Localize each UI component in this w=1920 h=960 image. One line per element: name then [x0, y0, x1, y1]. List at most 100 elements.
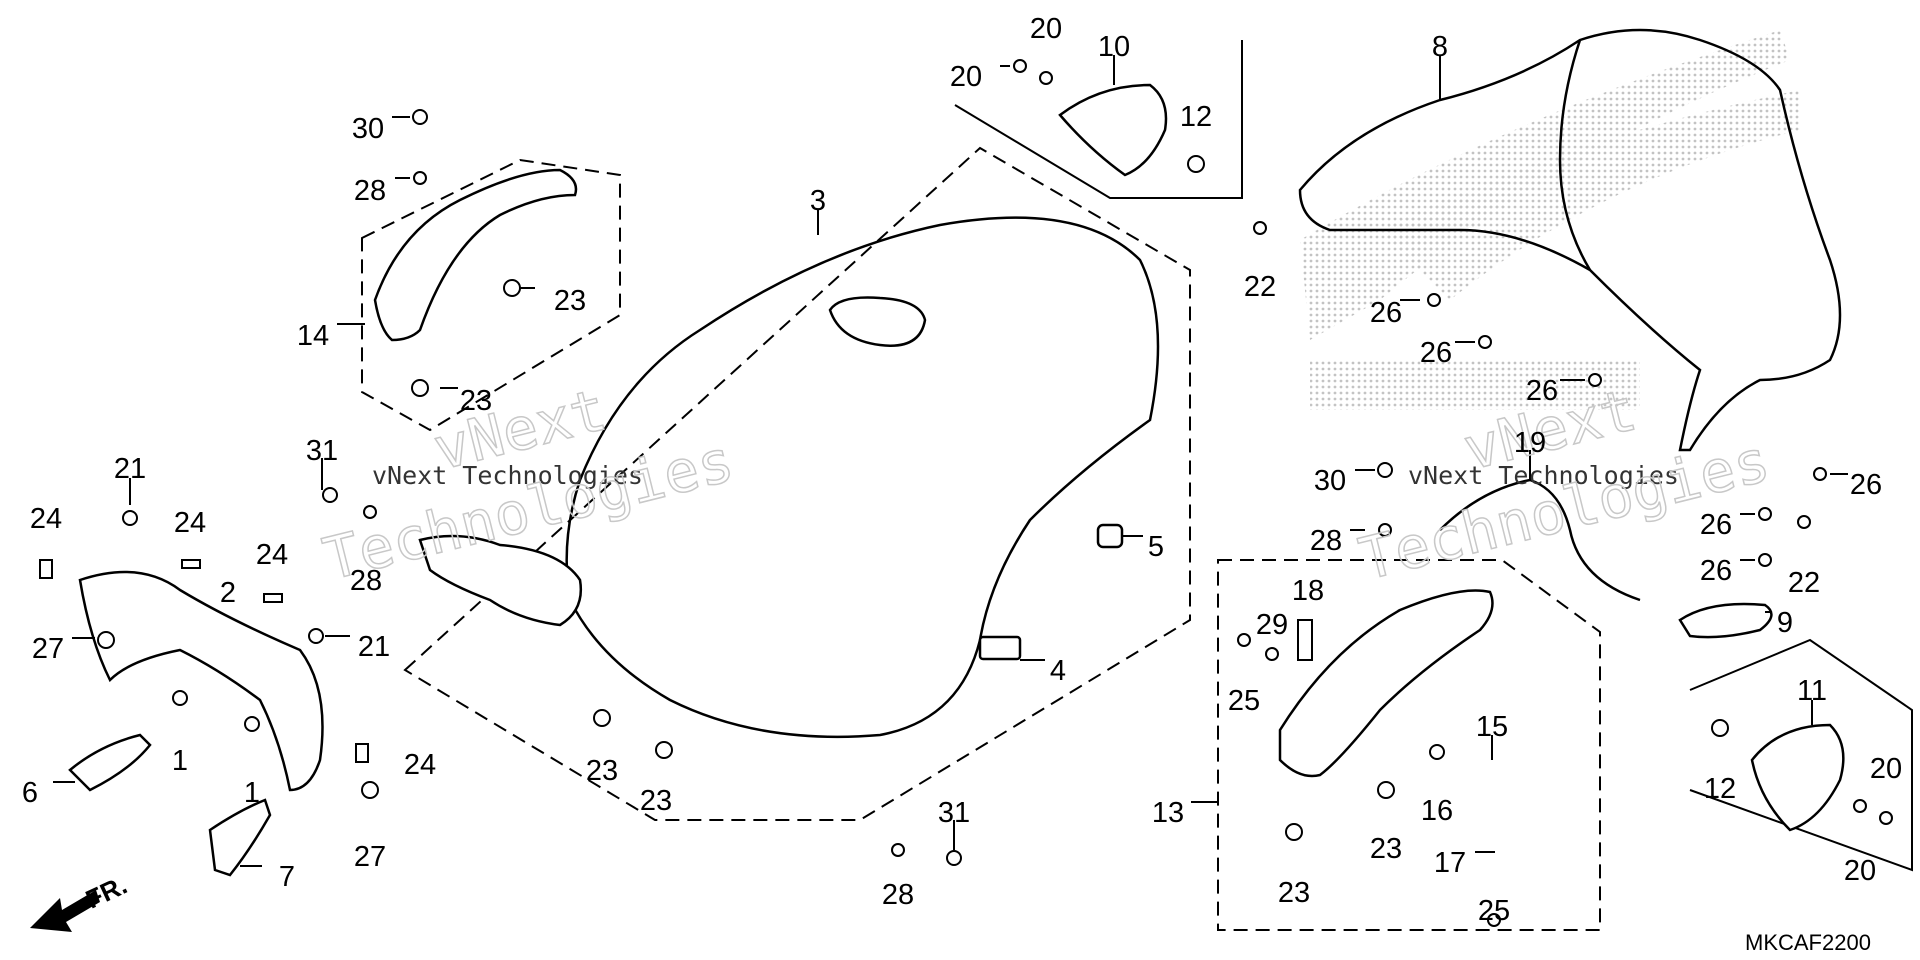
- bolt-icon: [1377, 462, 1393, 478]
- callout-c26c: 26: [1526, 375, 1558, 407]
- nut-icon: [361, 781, 379, 799]
- callout-c4: 4: [1050, 655, 1066, 687]
- callout-c21a: 21: [114, 453, 146, 485]
- cover-11-shape: [1750, 723, 1845, 832]
- callout-c28b: 28: [350, 565, 382, 597]
- clip-icon: [39, 559, 53, 579]
- grab-rail-13-shape: [1278, 589, 1494, 778]
- callout-c20d: 20: [1844, 855, 1876, 887]
- bolt-icon: [1237, 633, 1251, 647]
- bracket-18-icon: [1297, 619, 1313, 661]
- grommet-icon: [172, 690, 188, 706]
- callout-c30b: 30: [1314, 465, 1346, 497]
- grommet-icon: [244, 716, 260, 732]
- callout-c31b: 31: [938, 797, 970, 829]
- callout-c20b: 20: [950, 61, 982, 93]
- callout-c16: 16: [1421, 795, 1453, 827]
- group-box-13: [1217, 559, 1601, 931]
- callout-c27a: 27: [32, 633, 64, 665]
- bolt-icon: [1853, 799, 1867, 813]
- cover-10-shape: [1058, 83, 1168, 177]
- bolt-icon: [1797, 515, 1811, 529]
- callout-c26f: 26: [1700, 555, 1732, 587]
- callout-c23d: 23: [640, 785, 672, 817]
- diagram-code: MKCAF2200: [1745, 930, 1871, 955]
- callout-c23f: 23: [1278, 877, 1310, 909]
- spring-icon: [1429, 744, 1445, 760]
- cable-19-shape: [1439, 478, 1641, 602]
- damper-5-shape: [1096, 523, 1124, 549]
- bolt-icon: [322, 487, 338, 503]
- callout-c23a: 23: [554, 285, 586, 317]
- callout-c28c: 28: [882, 879, 914, 911]
- callout-c17: 17: [1434, 847, 1466, 879]
- washer-icon: [413, 171, 427, 185]
- callout-c12a: 12: [1180, 101, 1212, 133]
- nut-icon: [1285, 823, 1303, 841]
- callout-c20c: 20: [1870, 753, 1902, 785]
- callout-c7: 7: [279, 861, 295, 893]
- washer-icon: [1378, 523, 1392, 537]
- bolt-icon: [1879, 811, 1893, 825]
- callout-c10: 10: [1098, 31, 1130, 63]
- bolt-icon: [308, 628, 324, 644]
- bolt-icon: [1487, 913, 1501, 927]
- callout-c23e: 23: [1370, 833, 1402, 865]
- callout-c6: 6: [22, 777, 38, 809]
- callout-c26e: 26: [1700, 509, 1732, 541]
- group-box-3: [403, 146, 1191, 821]
- strap-9-shape: [1678, 602, 1773, 639]
- frame-bracket-2-shape: [78, 570, 324, 792]
- callout-c13: 13: [1152, 797, 1184, 829]
- honda-logo-watermark-icon: [1300, 30, 1800, 410]
- callout-c1a: 1: [172, 745, 188, 777]
- callout-c1b: 1: [244, 777, 260, 809]
- callout-c2: 2: [220, 577, 236, 609]
- callout-c23b: 23: [460, 385, 492, 417]
- watermark-left-line2: vNext Technologies: [372, 461, 643, 490]
- washer-icon: [1265, 647, 1279, 661]
- clip-icon: [263, 593, 283, 603]
- callout-c12b: 12: [1704, 773, 1736, 805]
- bolt-icon: [1478, 335, 1492, 349]
- washer-icon: [891, 843, 905, 857]
- callout-c28a: 28: [354, 175, 386, 207]
- callout-c26a: 26: [1370, 297, 1402, 329]
- bracket-7-shape: [208, 798, 272, 877]
- nut-icon: [97, 631, 115, 649]
- callout-c21b: 21: [358, 631, 390, 663]
- group-box-11: [1689, 638, 1913, 872]
- bolt-icon: [1013, 59, 1027, 73]
- callout-c26d: 26: [1850, 469, 1882, 501]
- nut-icon: [411, 379, 429, 397]
- nut-icon: [1187, 155, 1205, 173]
- bracket-6-shape: [68, 733, 152, 792]
- nut-icon: [1377, 781, 1395, 799]
- callout-c20a: 20: [1030, 13, 1062, 45]
- callout-c23c: 23: [586, 755, 618, 787]
- bolt-icon: [122, 510, 138, 526]
- nut-icon: [655, 741, 673, 759]
- clip-4-shape: [978, 635, 1022, 661]
- bolt-icon: [1758, 507, 1772, 521]
- callout-c15: 15: [1476, 711, 1508, 743]
- bolt-icon: [1588, 373, 1602, 387]
- backrest-shape: [1298, 28, 1842, 452]
- callout-c31a: 31: [306, 435, 338, 467]
- nut-icon: [1711, 719, 1729, 737]
- watermark-right-line2: vNext Technologies: [1408, 461, 1679, 490]
- callout-c19: 19: [1514, 427, 1546, 459]
- callout-c5: 5: [1148, 531, 1164, 563]
- callout-c24d: 24: [404, 749, 436, 781]
- group-box-14: [361, 158, 621, 432]
- grab-rail-14-shape: [373, 168, 578, 342]
- bracket-middle-shape: [418, 534, 583, 627]
- callout-c28d: 28: [1310, 525, 1342, 557]
- callout-c14: 14: [297, 320, 329, 352]
- bolt-icon: [1813, 467, 1827, 481]
- bolt-icon: [1427, 293, 1441, 307]
- clip-icon: [355, 743, 369, 763]
- callout-c11: 11: [1797, 675, 1827, 707]
- callout-c26b: 26: [1420, 337, 1452, 369]
